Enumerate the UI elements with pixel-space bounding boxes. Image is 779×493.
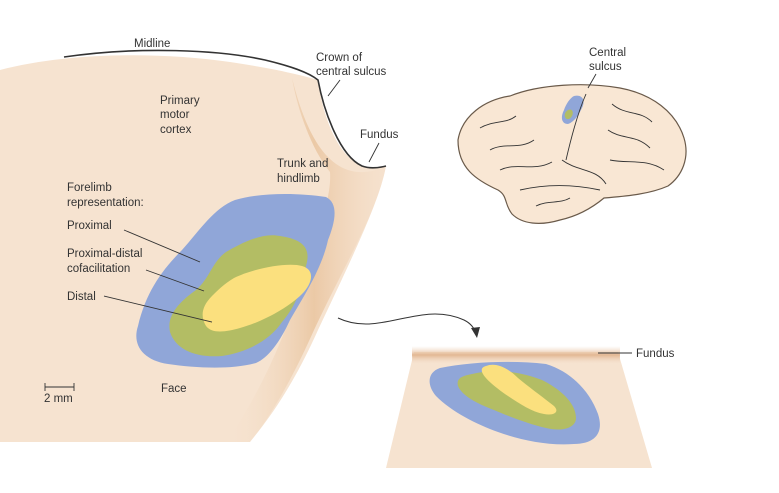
forelimb-label-line1: Forelimb [67, 182, 112, 194]
inset-distal-region [481, 364, 557, 415]
brain-sulcus-1 [479, 115, 517, 129]
fundus-label: Fundus [360, 129, 399, 141]
cofac-leader [145, 269, 205, 292]
brain-sulcus-8 [535, 197, 571, 207]
central-sulcus-label-line1: Central [589, 47, 626, 59]
crown-leader [327, 79, 341, 97]
inset-arrow [337, 313, 477, 335]
crown-label-line1: Crown of [316, 52, 363, 64]
brain-sulcus-4 [611, 103, 653, 123]
primary-label-line2: motor [160, 109, 190, 121]
scale-bar [44, 383, 75, 391]
inset-fundus-band [412, 346, 620, 364]
brain-sulcus-2 [489, 139, 535, 151]
distal-region [202, 264, 312, 332]
inset-fundus-label: Fundus [636, 348, 675, 360]
primary-label-line3: cortex [160, 124, 192, 136]
distal-label: Distal [67, 291, 96, 303]
fundus-leader [368, 142, 380, 163]
face-label: Face [161, 383, 187, 395]
brain-central-sulcus [565, 93, 587, 161]
brain-sulcus-3 [499, 161, 553, 171]
crown-label-line2: central sulcus [316, 66, 387, 78]
brain-sulcus-6 [609, 159, 665, 171]
brain-sulcus-7 [561, 159, 607, 185]
distal-leader [103, 295, 213, 323]
cofac-label-line1: Proximal-distal [67, 248, 142, 260]
brain-lateral-sulcus [519, 185, 601, 191]
brain-sulcus-5 [607, 129, 651, 149]
trunk-label-line2: hindlimb [277, 173, 320, 185]
central-sulcus-leader [587, 73, 597, 89]
proximal-leader [123, 229, 201, 263]
trunk-label-line1: Trunk and [277, 158, 328, 170]
inset-arrowhead [471, 327, 480, 338]
midline-label: Midline [134, 38, 170, 50]
brain-illustration [457, 84, 687, 224]
proximal-label: Proximal [67, 220, 112, 232]
central-sulcus-label-line2: sulcus [589, 61, 622, 73]
brain-outline [457, 84, 687, 224]
brain-central-patch-inner [564, 109, 573, 120]
primary-label-line1: Primary [160, 95, 200, 107]
cortex-top-edge [63, 49, 387, 169]
scale-label: 2 mm [44, 393, 73, 405]
cofac-label-line2: cofacilitation [67, 263, 130, 275]
forelimb-label-line2: representation: [67, 197, 144, 209]
